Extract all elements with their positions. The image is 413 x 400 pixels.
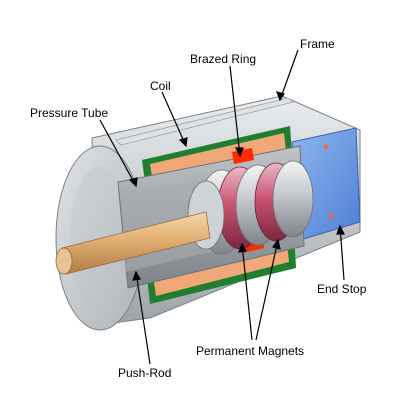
leader-coil	[161, 91, 187, 147]
label-frame: Frame	[300, 37, 335, 51]
armature-stack	[187, 160, 314, 255]
label-permanent-magnets: Permanent Magnets	[196, 344, 305, 358]
label-coil: Coil	[150, 79, 171, 93]
leader-end-stop	[339, 225, 345, 281]
label-brazed-ring: Brazed Ring	[190, 52, 257, 66]
leader-frame	[279, 49, 299, 101]
push-rod-part	[55, 211, 211, 275]
leader-push-rod	[135, 271, 151, 365]
label-push-rod: Push-Rod	[118, 366, 172, 380]
leader-lines	[99, 49, 345, 365]
leader-permanent-magnet-2	[255, 239, 279, 341]
leader-brazed-ring	[229, 65, 241, 157]
leader-permanent-magnet-1	[241, 243, 253, 341]
label-end-stop: End Stop	[317, 282, 367, 296]
leader-pressure-tube	[99, 119, 137, 187]
label-pressure-tube: Pressure Tube	[30, 106, 109, 120]
